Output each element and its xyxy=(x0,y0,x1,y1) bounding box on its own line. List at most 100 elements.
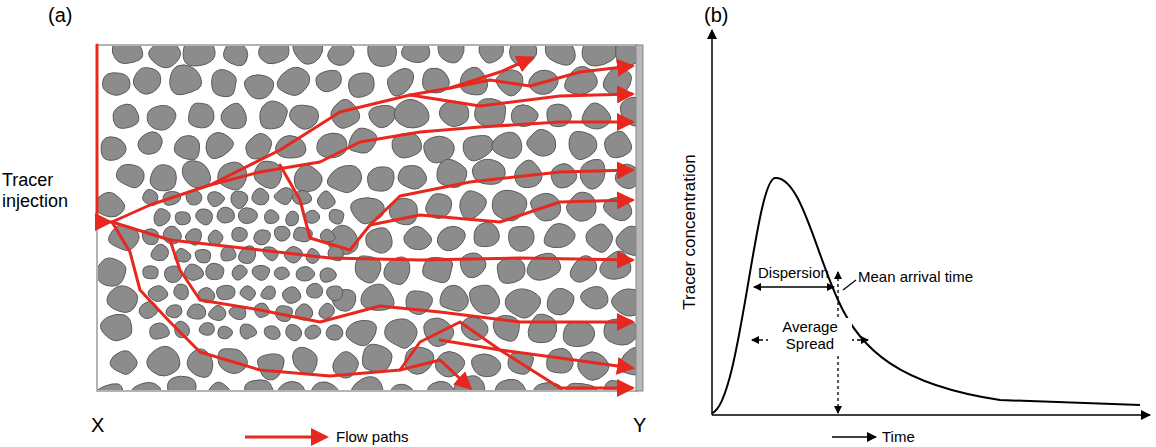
grain xyxy=(471,354,500,377)
grain xyxy=(212,70,237,97)
grain xyxy=(327,165,361,192)
grain xyxy=(217,207,235,223)
grain xyxy=(110,351,137,375)
grain xyxy=(428,381,456,390)
grain xyxy=(103,73,130,96)
grain xyxy=(366,228,392,253)
grain xyxy=(505,289,540,318)
grain xyxy=(150,323,170,339)
axis-title: Time xyxy=(882,428,915,445)
grain xyxy=(260,101,288,129)
grain xyxy=(133,68,160,94)
annotation: Mean arrival time xyxy=(858,268,973,285)
grain xyxy=(107,286,138,313)
breakthrough-curve xyxy=(712,178,1140,413)
grain xyxy=(277,381,305,390)
grain xyxy=(605,131,632,157)
grain xyxy=(196,209,213,225)
grain xyxy=(563,322,594,347)
grain xyxy=(174,136,199,160)
grain xyxy=(326,286,343,301)
grain xyxy=(143,266,158,279)
grain xyxy=(368,46,397,66)
outlet-bar xyxy=(636,45,643,391)
grain xyxy=(199,323,214,336)
grain xyxy=(435,351,464,377)
grain xyxy=(208,305,225,320)
grain xyxy=(131,383,162,390)
grain xyxy=(112,46,143,63)
grain xyxy=(307,283,323,298)
grain xyxy=(320,229,335,242)
grain xyxy=(369,105,396,127)
grain xyxy=(147,105,176,130)
panel-label: (b) xyxy=(704,4,728,27)
grain xyxy=(182,161,210,188)
grain xyxy=(183,46,215,66)
grain xyxy=(368,167,395,191)
grain xyxy=(286,324,302,340)
grain xyxy=(240,324,257,339)
axis-title: Tracer concentration xyxy=(680,154,700,309)
grain xyxy=(232,227,248,241)
grain xyxy=(405,347,434,374)
grain xyxy=(346,320,376,345)
grain xyxy=(437,226,465,250)
grain xyxy=(615,164,636,189)
grain xyxy=(362,344,392,372)
grain xyxy=(600,251,631,279)
grain xyxy=(394,99,429,128)
grain xyxy=(351,377,383,390)
grain xyxy=(217,285,236,299)
panel-label: (a) xyxy=(48,4,72,27)
grain xyxy=(469,285,499,314)
end-label: X xyxy=(91,414,104,437)
grain xyxy=(257,354,284,380)
grain-texture xyxy=(98,46,636,390)
grain xyxy=(208,192,225,207)
grain xyxy=(148,286,168,302)
grain xyxy=(259,46,289,64)
grain xyxy=(101,137,126,160)
grain xyxy=(310,382,338,390)
grain xyxy=(581,286,608,309)
grain xyxy=(151,244,169,261)
grain xyxy=(113,104,139,128)
grain xyxy=(245,380,274,390)
grain xyxy=(240,286,256,301)
x-axis xyxy=(712,414,1150,416)
grain xyxy=(174,284,189,300)
grain xyxy=(566,192,596,221)
grain xyxy=(401,46,429,63)
grain xyxy=(461,317,488,340)
grain xyxy=(274,187,293,204)
grain xyxy=(264,326,280,340)
grain xyxy=(238,208,257,224)
grain xyxy=(294,165,322,192)
grain xyxy=(218,326,233,339)
grain xyxy=(221,103,247,128)
grain xyxy=(497,258,525,284)
grain xyxy=(296,267,315,281)
grain xyxy=(150,165,176,191)
grain xyxy=(154,209,170,226)
grain xyxy=(582,46,617,66)
grain xyxy=(544,223,575,247)
annotation: Average Spread xyxy=(768,318,852,353)
grain xyxy=(582,103,611,129)
grain xyxy=(166,305,182,318)
end-label: Y xyxy=(633,414,646,437)
grain xyxy=(580,159,605,189)
grain xyxy=(293,46,323,64)
grain xyxy=(206,382,231,390)
grain xyxy=(98,192,125,217)
grain xyxy=(206,132,234,158)
grain xyxy=(175,212,190,225)
grain xyxy=(328,46,355,65)
grain xyxy=(224,46,248,66)
grain xyxy=(527,129,556,156)
grain xyxy=(351,198,385,224)
grain xyxy=(492,132,522,158)
grain xyxy=(474,222,499,246)
